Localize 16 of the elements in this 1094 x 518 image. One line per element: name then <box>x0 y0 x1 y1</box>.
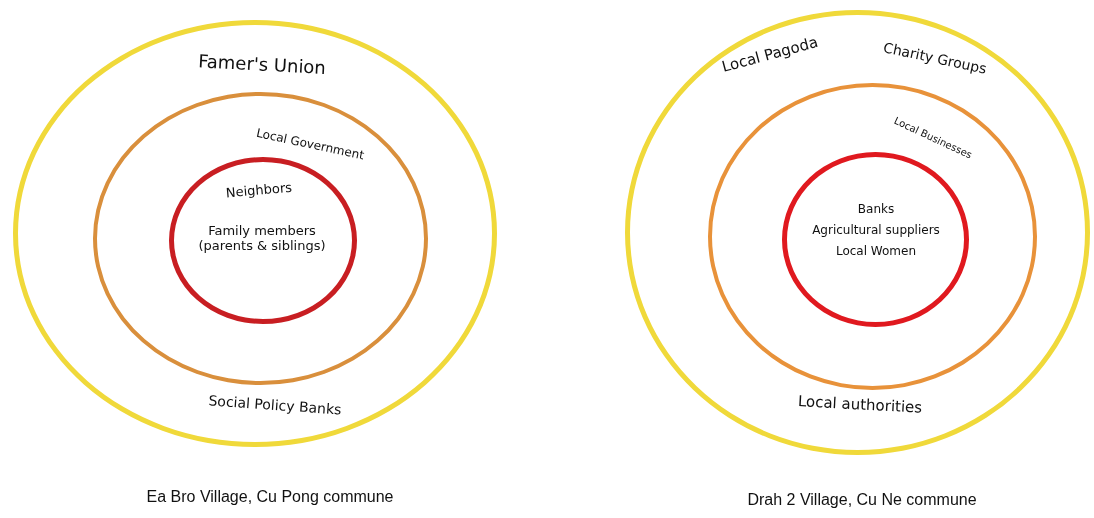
ring-label: Social Policy Banks <box>208 392 342 418</box>
ring-circle <box>93 92 428 385</box>
ring-circle <box>625 10 1090 455</box>
ring-label: Local Pagoda <box>720 33 820 77</box>
circle-label: Local Women <box>835 245 917 259</box>
ring-label: Famer's Union <box>197 51 327 79</box>
ring-label: Local authorities <box>797 393 923 417</box>
ring-circle <box>708 83 1037 390</box>
ring-label: Neighbors <box>225 180 293 202</box>
ring-label: Charity Groups <box>881 39 989 77</box>
circle-label: Banks <box>857 203 895 217</box>
caption: Drah 2 Village, Cu Ne commune <box>747 491 977 509</box>
caption: Ea Bro Village, Cu Pong commune <box>146 488 394 506</box>
circle-label: Agricultural suppliers <box>812 224 940 238</box>
ring-circle <box>13 20 497 447</box>
circle-label: Family members (parents & siblings) <box>197 224 327 254</box>
